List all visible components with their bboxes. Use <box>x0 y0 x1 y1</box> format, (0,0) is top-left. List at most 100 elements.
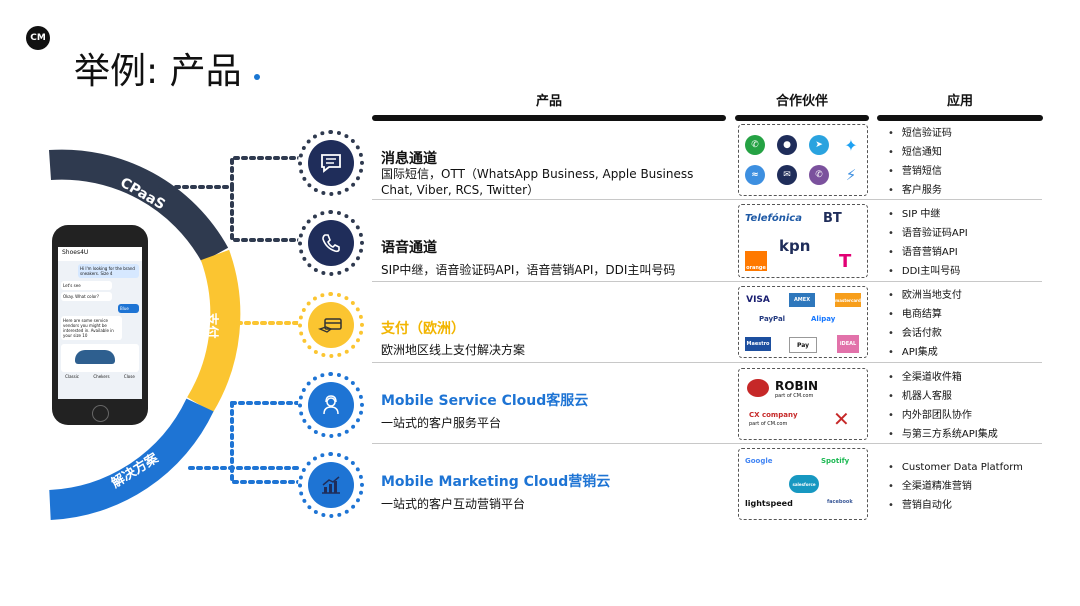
usage-item: SIP 中继 <box>888 205 968 224</box>
usage-item: 语音验证码API <box>888 224 968 243</box>
phone-msg: Okay. What color? <box>61 292 112 301</box>
facebook-logo: facebook <box>827 499 853 505</box>
cx-symbol-icon: ✕ <box>833 407 850 431</box>
phone-home-button <box>92 405 109 422</box>
visa-logo: VISA <box>746 295 770 305</box>
circle-icon-row1 <box>298 130 364 196</box>
partners-payment: VISA AMEX mastercard PayPal Alipay Maest… <box>738 286 868 358</box>
messenger-icon: ≈ <box>745 165 765 185</box>
robin-logo: ROBIN <box>775 379 819 393</box>
maestro-logo: Maestro <box>745 337 771 351</box>
telegram-icon: ➤ <box>809 135 829 155</box>
phone-product-card <box>61 344 139 372</box>
usage-item: DDI主叫号码 <box>888 262 968 281</box>
header-bar-product <box>372 115 726 121</box>
partners-marketing-cloud: Google Spotify salesforce lightspeed fac… <box>738 448 868 520</box>
circle-icon-row5 <box>298 452 364 518</box>
alipay-logo: Alipay <box>811 315 836 323</box>
usage-item: 营销短信 <box>888 162 952 181</box>
title-dot <box>254 74 260 80</box>
circle-icon-row2 <box>298 210 364 276</box>
row-separator <box>372 199 1042 200</box>
chat-icon <box>308 140 354 186</box>
usage-item: 全渠道精准营销 <box>888 477 1023 496</box>
row-separator <box>372 362 1042 363</box>
kpn-logo: kpn <box>779 237 811 255</box>
sneaker-image <box>75 350 115 364</box>
product-title-voice: 语音通道 <box>381 240 437 256</box>
usage-item: 短信验证码 <box>888 124 952 143</box>
cpaas-arc-segment <box>48 149 229 263</box>
mastercard-logo: mastercard <box>835 293 861 307</box>
twitter-icon: ✦ <box>841 135 861 155</box>
product-title-marketing-cloud: Mobile Marketing Cloud营销云 <box>381 474 611 490</box>
phone-msg: Let's see <box>61 281 112 290</box>
google-logo: Google <box>745 457 773 465</box>
phone-icon <box>308 220 354 266</box>
whatsapp-icon: ✆ <box>745 135 765 155</box>
cx-company-logo: CX company <box>749 411 798 419</box>
robin-bird-icon <box>747 379 769 397</box>
usage-item: 会话付款 <box>888 324 962 343</box>
usage-item: Customer Data Platform <box>888 458 1023 477</box>
usage-list-voice: SIP 中继 语音验证码API 语音营销API DDI主叫号码 <box>888 205 968 281</box>
usage-item: 客户服务 <box>888 181 952 200</box>
service-icon <box>308 382 354 428</box>
usage-item: 短信通知 <box>888 143 952 162</box>
product-desc-messaging: 国际短信，OTT（WhatsApp Business, Apple Busine… <box>381 167 694 197</box>
header-product: 产品 <box>535 94 562 109</box>
usage-item: 电商结算 <box>888 305 962 324</box>
solutions-arc-segment <box>49 398 214 520</box>
partners-messaging: ✆ ● ➤ ✦ ≈ ✉ ✆ ⚡ <box>738 124 868 196</box>
robin-sub: part of CM.com <box>775 393 814 399</box>
phone-msg: Here are some service vendors you might … <box>61 316 122 340</box>
circle-icon-row4 <box>298 372 364 438</box>
solutions-arc-graphic <box>48 149 302 520</box>
product-desc-service-cloud: 一站式的客户服务平台 <box>381 416 502 430</box>
phone-app-name: Shoes4U <box>58 247 142 261</box>
paypal-logo: PayPal <box>759 315 786 323</box>
product-title-payment: 支付（欧洲） <box>381 321 465 337</box>
row-separator <box>372 443 1042 444</box>
usage-item: 语音营销API <box>888 243 968 262</box>
phone-msg: Blue <box>118 304 139 313</box>
phone-screen: Shoes4U Hi I'm looking for the brand sne… <box>58 247 142 399</box>
partners-voice: Telefónica BT kpn orange T <box>738 204 868 278</box>
product-desc-marketing-cloud: 一站式的客户互动营销平台 <box>381 497 526 511</box>
imessage-icon: ● <box>777 135 797 155</box>
phone-msg: Hi I'm looking for the brand sneakers. S… <box>78 264 139 278</box>
phone-tag: Close <box>123 374 135 379</box>
header-partners: 合作伙伴 <box>775 94 828 109</box>
usage-list-marketing-cloud: Customer Data Platform 全渠道精准营销 营销自动化 <box>888 458 1023 515</box>
page-title: 举例: 产品 <box>74 51 242 92</box>
telefonica-logo: Telefónica <box>745 213 802 224</box>
usage-item: API集成 <box>888 343 962 362</box>
bt-logo: BT <box>823 211 842 226</box>
usage-list-service-cloud: 全渠道收件箱 机器人客服 内外部团队协作 与第三方系统API集成 <box>888 368 998 444</box>
header-bar-usage <box>877 115 1043 121</box>
email-icon: ✉ <box>777 165 797 185</box>
header-usage: 应用 <box>946 94 973 109</box>
chart-icon <box>308 462 354 508</box>
phone-mockup: Shoes4U Hi I'm looking for the brand sne… <box>52 225 148 425</box>
viber-icon: ✆ <box>809 165 829 185</box>
row-separator <box>372 281 1042 282</box>
usage-item: 营销自动化 <box>888 496 1023 515</box>
product-title-service-cloud: Mobile Service Cloud客服云 <box>381 393 589 409</box>
telekom-logo: T <box>839 251 852 272</box>
orange-logo: orange <box>745 251 767 271</box>
arc-label-payment: 支付 <box>203 312 219 339</box>
payment-icon <box>308 302 354 348</box>
usage-list-messaging: 短信验证码 短信通知 营销短信 客户服务 <box>888 124 952 200</box>
salesforce-logo: salesforce <box>789 475 819 493</box>
usage-item: 与第三方系统API集成 <box>888 425 998 444</box>
cx-company-sub: part of CM.com <box>749 421 788 427</box>
usage-item: 机器人客服 <box>888 387 998 406</box>
payment-arc-segment <box>187 249 241 413</box>
phone-tag: Classic <box>65 374 80 379</box>
spotify-logo: Spotify <box>821 457 850 465</box>
product-title-messaging: 消息通道 <box>381 151 437 167</box>
phone-tag: Chekers <box>93 374 110 379</box>
partners-service-cloud: ROBIN part of CM.com CX company part of … <box>738 368 868 440</box>
product-desc-payment: 欧洲地区线上支付解决方案 <box>381 343 526 357</box>
